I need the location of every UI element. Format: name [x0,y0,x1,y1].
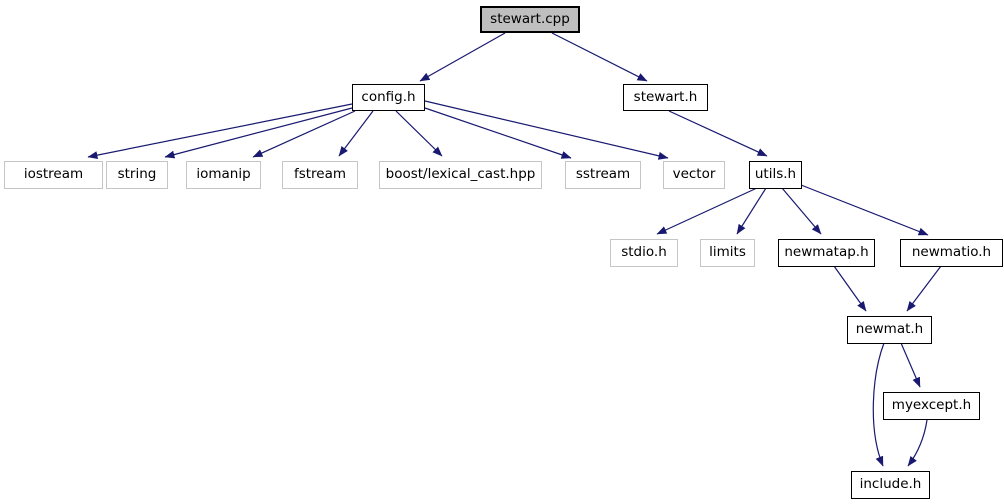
node-string: string [106,161,168,189]
edge-stewart-h-to-utils-h [668,110,768,157]
node-include-h[interactable]: include.h [851,471,930,499]
node-sstream: sstream [565,161,641,189]
edge-config-h-to-fstream [338,110,374,157]
node-vector: vector [663,161,725,189]
edge-stewart-cpp-to-stewart-h [551,32,648,82]
edge-utils-h-to-newmatio-h [800,184,929,236]
edge-utils-h-to-stdio-h [656,187,758,235]
edge-config-h-to-iomanip [252,110,356,158]
edge-config-h-to-sstream [424,107,572,159]
node-boost-lexical-cast-hpp: boost/lexical_cast.hpp [379,161,542,189]
edge-stewart-cpp-to-config-h [419,32,506,82]
edge-config-h-to-boost [395,110,443,157]
node-limits: limits [700,239,755,267]
edge-config-h-to-vector [424,100,669,160]
edge-config-h-to-iostream [87,103,353,160]
node-fstream: fstream [282,161,358,189]
node-newmatap-h[interactable]: newmatap.h [778,239,875,267]
node-config-h[interactable]: config.h [352,84,425,111]
node-newmatio-h[interactable]: newmatio.h [900,239,1003,267]
node-iomanip: iomanip [186,161,261,189]
node-stewart-cpp: stewart.cpp [480,6,580,33]
edge-newmat-h-to-myexcept-h [900,342,921,388]
node-stdio-h: stdio.h [610,239,678,267]
edge-newmatio-h-to-newmat-h [906,265,942,312]
edge-utils-h-to-limits [736,187,767,235]
node-stewart-h[interactable]: stewart.h [623,84,708,111]
edge-utils-h-to-newmatap-h [781,187,822,235]
node-utils-h[interactable]: utils.h [749,161,802,189]
edge-myexcept-h-to-include-h [907,419,928,467]
edge-newmatap-h-to-newmat-h [833,265,867,312]
node-myexcept-h[interactable]: myexcept.h [883,392,980,420]
edge-config-h-to-string [164,107,353,159]
node-iostream: iostream [4,161,103,189]
node-newmat-h[interactable]: newmat.h [847,316,932,344]
edge-newmat-h-to-include-h [872,342,885,467]
